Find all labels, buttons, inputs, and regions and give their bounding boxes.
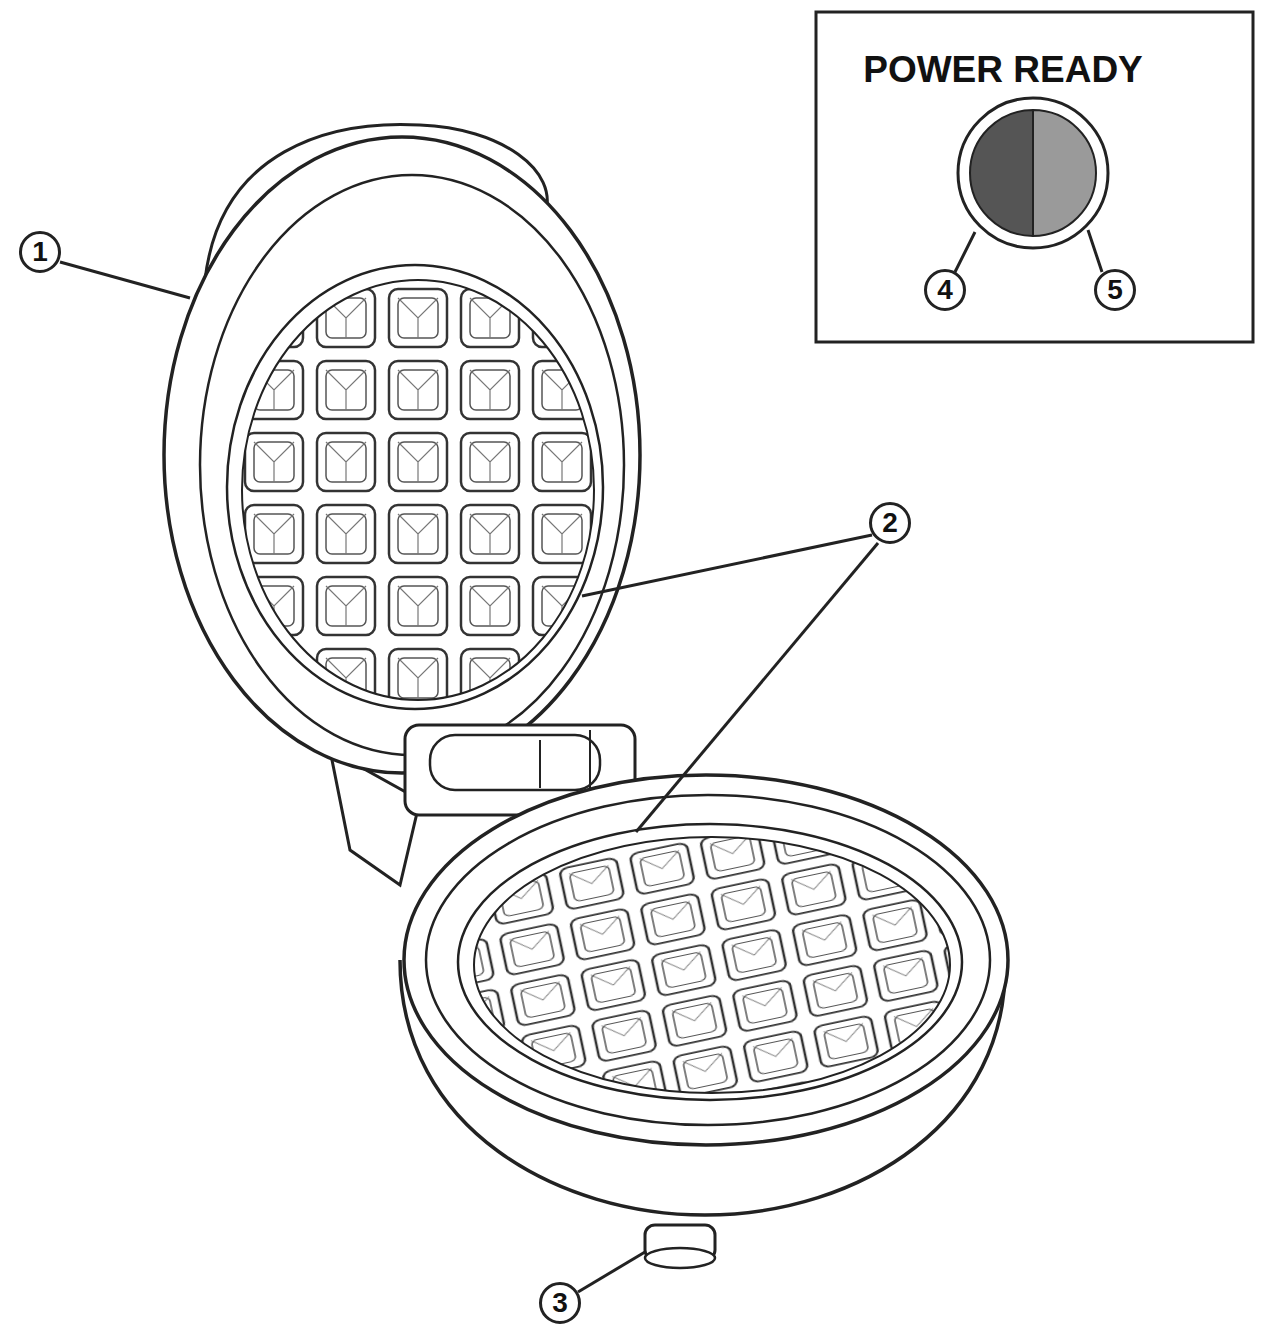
callout-number: 1 — [19, 231, 61, 273]
callout-number: 3 — [539, 1282, 581, 1324]
callout-number: 4 — [924, 269, 966, 311]
callout-number: 5 — [1094, 269, 1136, 311]
callout-number: 2 — [869, 502, 911, 544]
panel-heading: POWER READY — [863, 49, 1143, 91]
